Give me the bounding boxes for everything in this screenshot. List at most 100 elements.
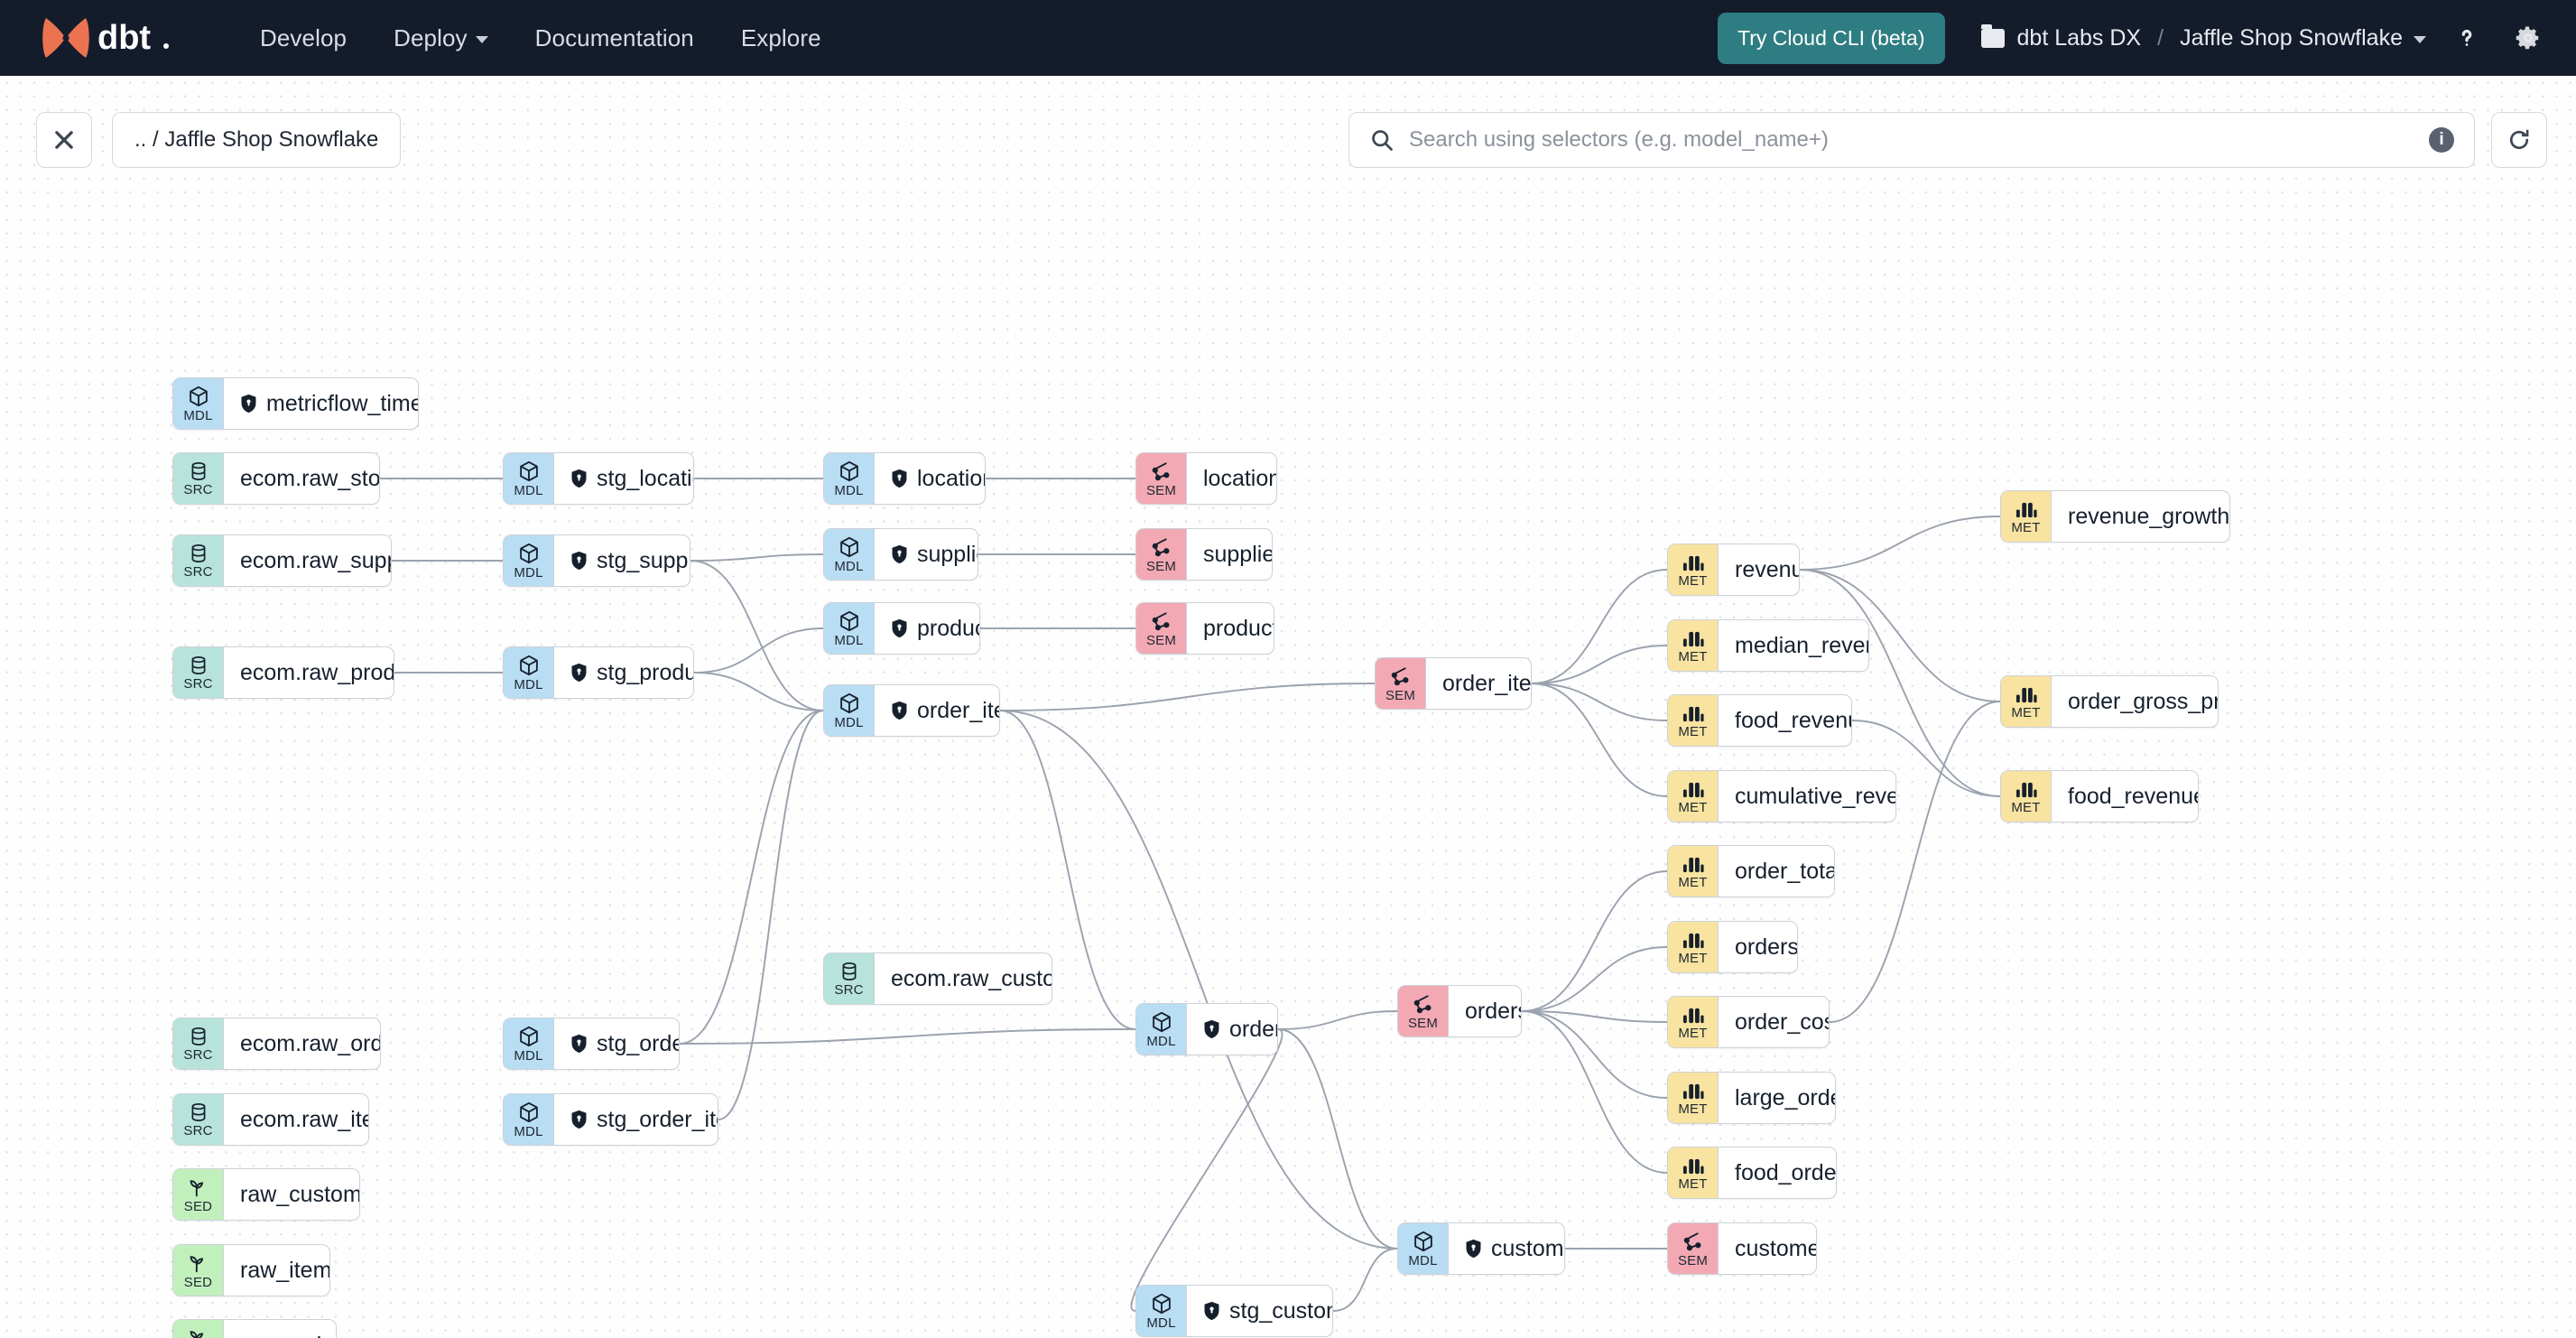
lineage-node-stg_customers[interactable]: MDL stg_customers (1135, 1285, 1333, 1337)
lineage-node-sem_products[interactable]: SEMproducts (1135, 602, 1274, 655)
node-label: ecom.raw_stores (240, 465, 380, 491)
help-button[interactable] (2446, 17, 2488, 59)
node-label-wrap: customers (1449, 1223, 1564, 1274)
lineage-node-stg_locations[interactable]: MDL stg_locations (503, 452, 694, 505)
lineage-edge (1521, 946, 1668, 1012)
node-type-badge-label: MDL (514, 1048, 543, 1064)
lineage-node-mdl_products[interactable]: MDL products (823, 602, 980, 655)
search-input[interactable] (1409, 127, 2414, 153)
dbt-logo[interactable]: dbt (27, 14, 181, 61)
contract-shield-icon (571, 469, 587, 488)
node-label: supplies (917, 541, 978, 567)
node-label-wrap: locations (875, 453, 985, 504)
node-label-wrap: products (1187, 603, 1274, 654)
refresh-lineage-button[interactable] (2491, 112, 2547, 168)
node-type-badge-label: MDL (514, 677, 543, 692)
semantic-graph-icon: SEM (1136, 603, 1187, 654)
lineage-node-sem_customers[interactable]: SEMcustomers (1667, 1222, 1817, 1275)
lineage-node-mdl_locations[interactable]: MDL locations (823, 452, 986, 505)
breadcrumb-separator: / (2157, 24, 2164, 51)
node-type-badge-label: SEM (1677, 1252, 1709, 1268)
lineage-node-src_stores[interactable]: SRC ecom.raw_stores (172, 452, 380, 505)
node-label-wrap: large_order (1719, 1073, 1835, 1123)
node-type-badge-label: MDL (834, 715, 864, 730)
lineage-node-sem_orders[interactable]: SEMorders (1397, 985, 1522, 1037)
lineage-edge (1799, 516, 2001, 571)
try-cloud-cli-button[interactable]: Try Cloud CLI (beta) (1718, 12, 1945, 64)
lineage-node-met_orders[interactable]: MET orders (1667, 921, 1798, 973)
node-label: order_items (917, 697, 999, 723)
settings-button[interactable] (2507, 17, 2549, 59)
nav-explore[interactable]: Explore (718, 24, 845, 52)
node-label-wrap: orders (1719, 922, 1798, 972)
lineage-breadcrumb[interactable]: .. / Jaffle Shop Snowflake (112, 112, 402, 168)
lineage-edge (693, 672, 824, 711)
close-lineage-button[interactable] (36, 112, 92, 168)
node-label-wrap: orders (1187, 1004, 1277, 1055)
lineage-node-stg_order_items[interactable]: MDL stg_order_items (503, 1093, 718, 1146)
lineage-node-metricflow_time_spine[interactable]: MDL metricflow_time_spine (172, 377, 419, 430)
node-label: stg_customers (1229, 1297, 1332, 1324)
database-icon: SRC (173, 453, 224, 504)
contract-shield-icon (892, 701, 907, 720)
contract-shield-icon (892, 544, 907, 564)
lineage-node-mdl_customers[interactable]: MDL customers (1397, 1222, 1565, 1275)
node-label-wrap: raw_orders (224, 1320, 336, 1338)
node-type-badge-label: MET (1678, 1025, 1708, 1041)
node-label-wrap: ecom.raw_customers (875, 953, 1052, 1004)
lineage-node-stg_orders[interactable]: MDL stg_orders (503, 1017, 680, 1070)
bar-chart-icon: MET (1668, 620, 1719, 671)
lineage-graph-canvas[interactable]: MDL metricflow_time_spine SRC ecom.raw_st… (0, 76, 2576, 1338)
node-type-badge-label: MDL (514, 1124, 543, 1139)
breadcrumb-label: .. / Jaffle Shop Snowflake (134, 127, 379, 152)
nav-documentation[interactable]: Documentation (512, 24, 718, 52)
lineage-node-sem_locations[interactable]: SEMlocations (1135, 452, 1277, 505)
search-info-icon[interactable]: i (2429, 127, 2454, 153)
node-type-badge-label: SRC (183, 1123, 213, 1138)
bar-chart-icon: MET (1668, 695, 1719, 746)
lineage-edge (690, 560, 824, 711)
node-label: stg_locations (597, 465, 693, 491)
lineage-node-stg_products[interactable]: MDL stg_products (503, 646, 694, 699)
bar-chart-icon: MET (1668, 922, 1719, 972)
nav-develop[interactable]: Develop (236, 24, 370, 52)
nav-deploy[interactable]: Deploy (370, 24, 512, 52)
node-type-badge-label: MDL (1146, 1315, 1176, 1331)
lineage-node-sem_supplies[interactable]: SEMsupplies (1135, 528, 1273, 581)
node-label-wrap: ecom.raw_products (224, 647, 394, 698)
lineage-edge (718, 710, 824, 1120)
node-type-badge-label: MDL (1408, 1253, 1438, 1268)
project-selector[interactable]: Jaffle Shop Snowflake (2180, 25, 2426, 51)
lineage-node-mdl_order_items[interactable]: MDL order_items (823, 684, 1000, 737)
node-label-wrap: supplies (1187, 529, 1272, 580)
lineage-node-stg_supplies[interactable]: MDL stg_supplies (503, 534, 690, 587)
lineage-node-mdl_orders[interactable]: MDL orders (1135, 1003, 1278, 1055)
node-label-wrap: ecom.raw_supplies (224, 535, 391, 586)
search-bar[interactable]: i (1348, 112, 2475, 168)
lineage-edge (693, 627, 824, 674)
nav-explore-label: Explore (740, 23, 821, 51)
lineage-node-mdl_supplies[interactable]: MDL supplies (823, 528, 978, 581)
cube-icon: MDL (824, 603, 875, 654)
node-label: orders (1735, 934, 1798, 960)
